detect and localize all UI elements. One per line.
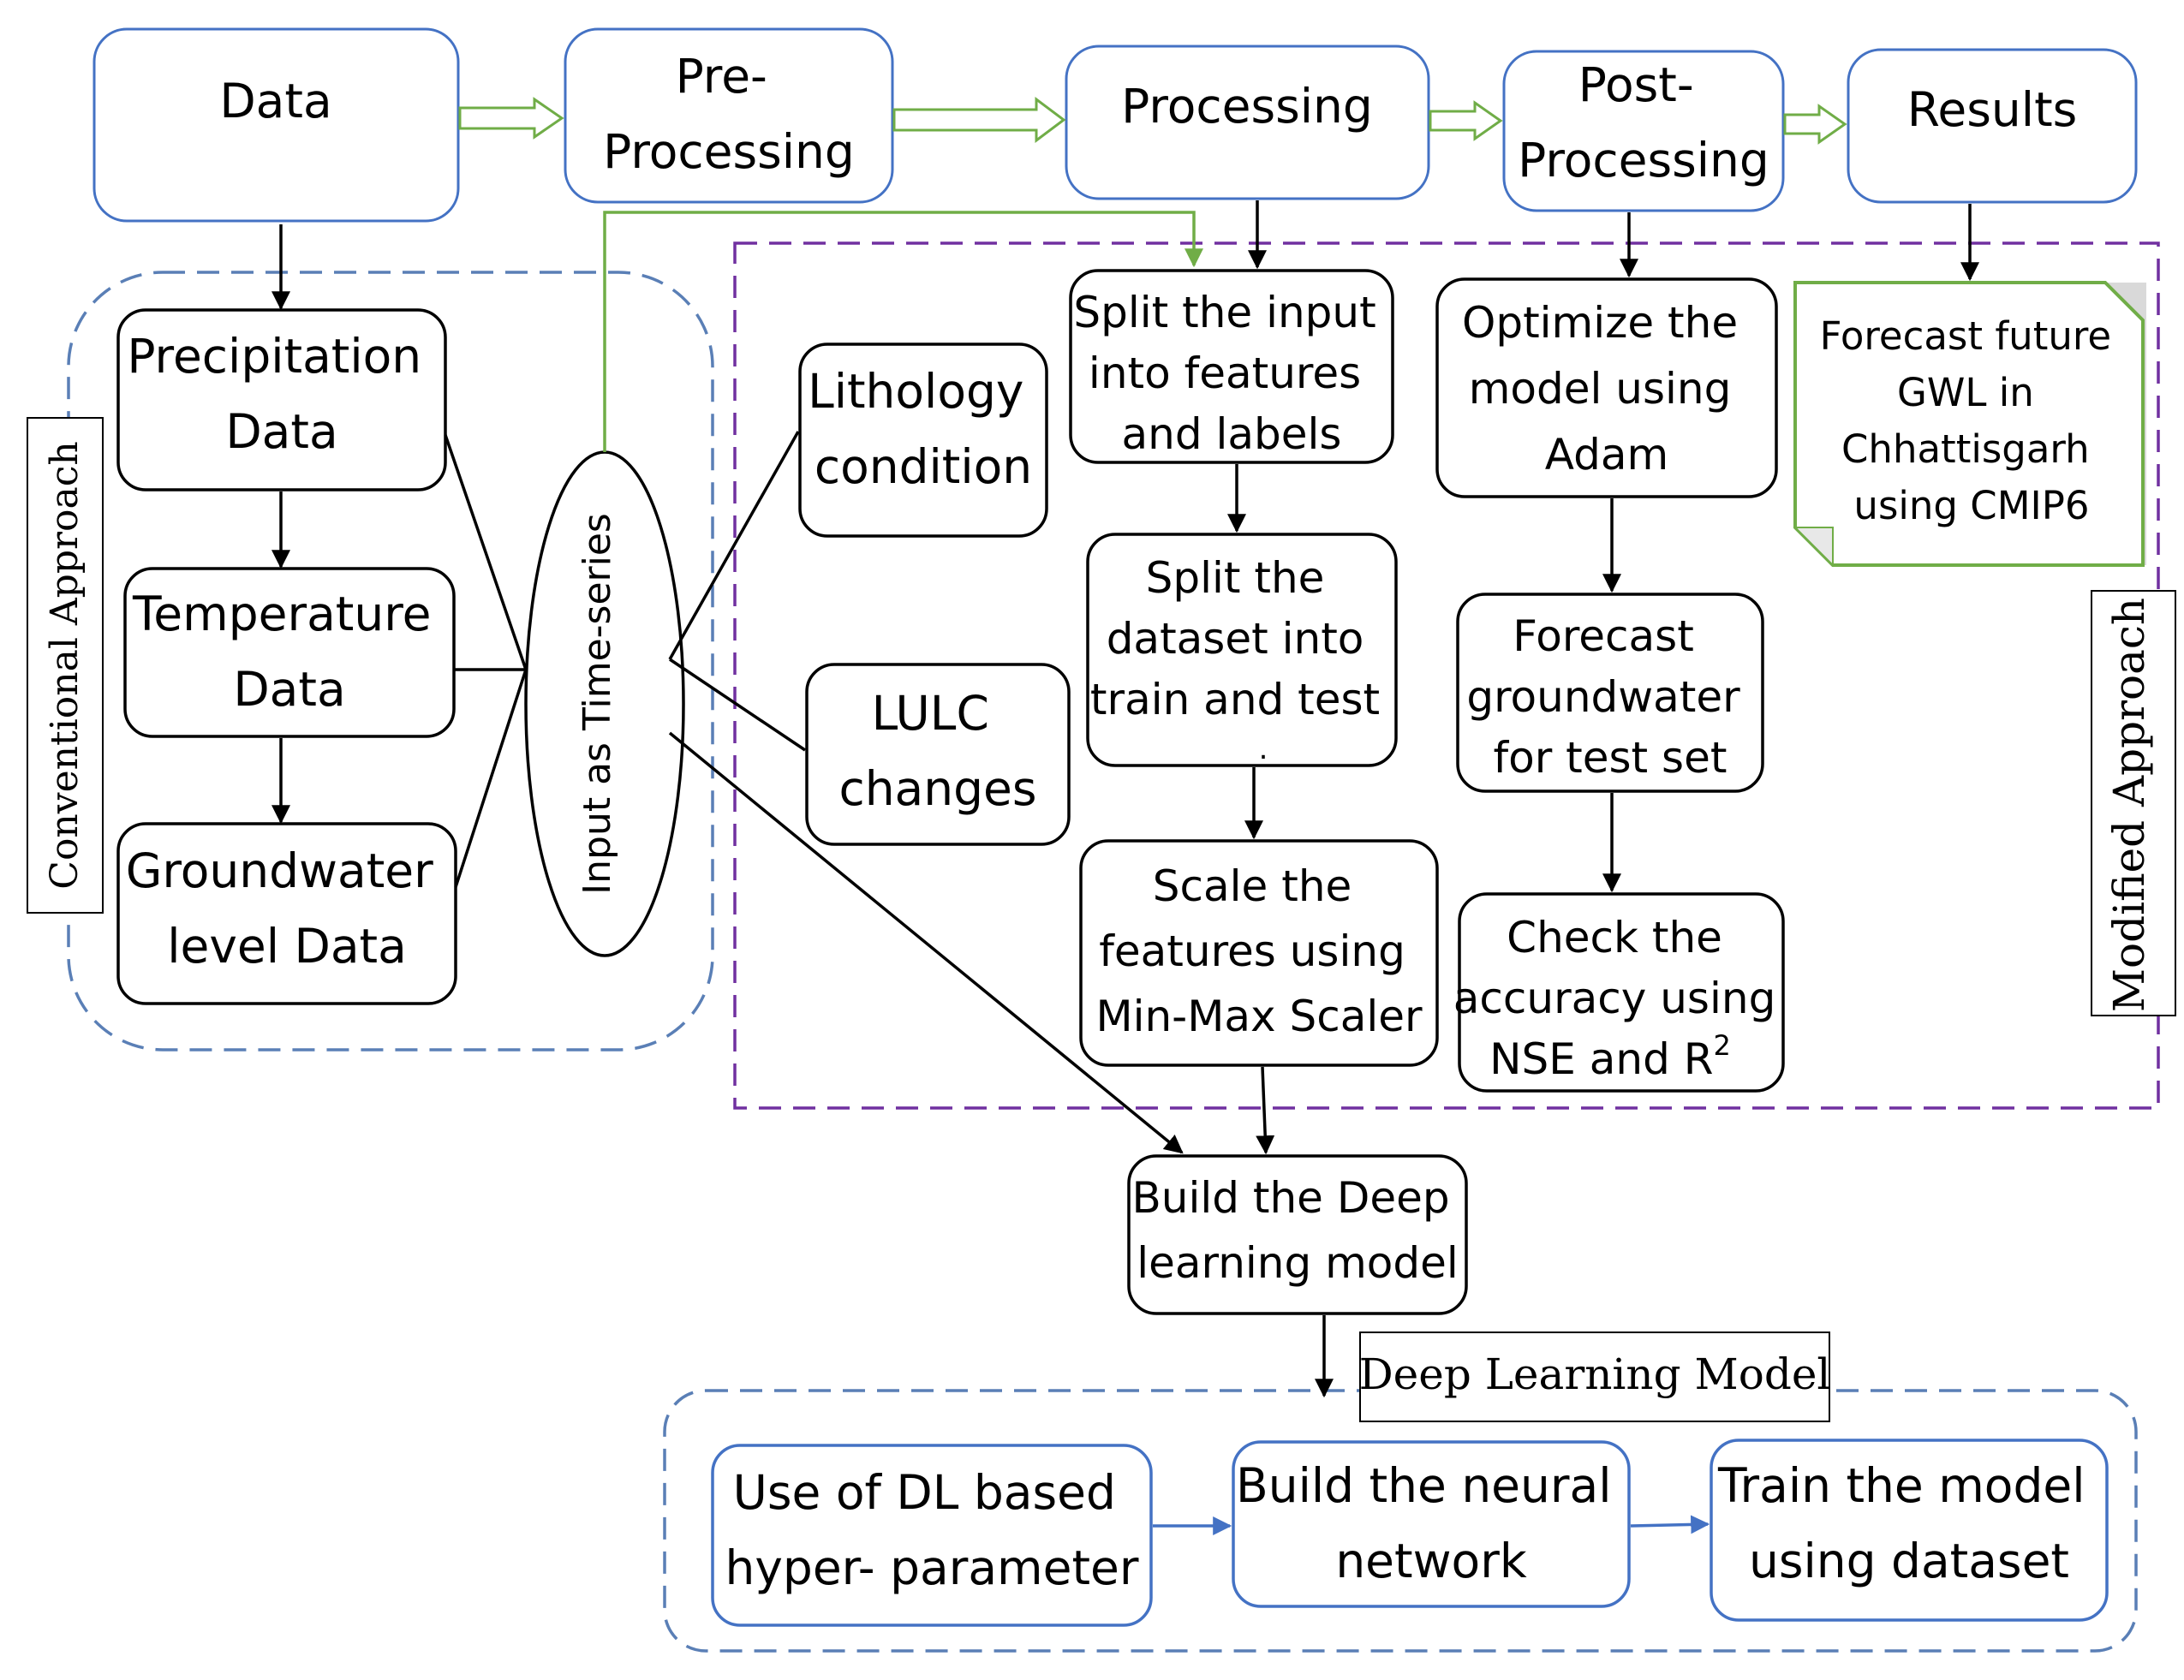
- scale-features-box: [1079, 839, 1439, 1067]
- optimize-box: [1435, 277, 1778, 498]
- modified-approach-label-box: [2091, 590, 2176, 1016]
- connector-groundwater-ellipse: [454, 669, 528, 888]
- data-box: [92, 27, 460, 223]
- pre-processing-label: Pre- Processing: [603, 49, 855, 179]
- groundwater-data-label: Groundwater level Data: [126, 843, 449, 974]
- arrow-scale-to-build-model: [1256, 1066, 1275, 1155]
- check-accuracy-box: [1458, 892, 1785, 1093]
- processing-label: Processing: [1121, 79, 1373, 134]
- split-dataset-box: [1086, 533, 1398, 767]
- post-processing-label: Post- Processing: [1518, 57, 1769, 188]
- check-accuracy-label: Check the accuracy using NSE and R2: [1453, 913, 1789, 1084]
- split-dataset-label: Split the dataset into train and test .: [1090, 553, 1393, 766]
- build-nn-label: Build the neural network: [1236, 1458, 1626, 1588]
- processing-box: [1065, 45, 1430, 200]
- forecast-test-label: Forecast groundwater for test set: [1466, 611, 1753, 783]
- split-features-label: Split the input into features and labels: [1073, 288, 1389, 459]
- block-arrow-preprocessing-to-processing: [892, 97, 1066, 143]
- build-model-box: [1127, 1154, 1468, 1315]
- build-nn-box: [1232, 1440, 1631, 1608]
- train-model-label: Train the model using dataset: [1717, 1458, 2100, 1588]
- conventional-approach-label-box: [27, 417, 104, 914]
- results-label: Results: [1907, 82, 2078, 137]
- pre-processing-box: [564, 27, 894, 204]
- train-model-box: [1710, 1439, 2109, 1622]
- time-series-label: Input as Time-series: [576, 513, 619, 895]
- lithology-label: Lithology condition: [808, 364, 1039, 494]
- arrow-build-nn-to-train: [1630, 1515, 1710, 1534]
- scale-features-label: Scale the features using Min-Max Scaler: [1095, 861, 1423, 1041]
- block-arrow-data-to-preprocessing: [458, 97, 564, 140]
- temperature-data-label: Temperature Data: [132, 587, 446, 717]
- optimize-label: Optimize the model using Adam: [1462, 298, 1751, 480]
- modified-approach-label: Modified Approach: [2104, 598, 2154, 1012]
- connector-ellipse-lulc: [669, 658, 806, 752]
- forecast-test-box: [1456, 593, 1764, 793]
- lithology-box: [798, 343, 1048, 538]
- use-dl-label: Use of DL based hyper- parameter: [725, 1465, 1139, 1595]
- block-arrow-processing-to-postprocessing: [1429, 100, 1503, 141]
- forecast-future-label: Forecast future GWL in Chhattisgarh usin…: [1820, 313, 2124, 528]
- forecast-future-fold: [1793, 527, 1834, 568]
- connector-precipitation-ellipse: [444, 434, 528, 670]
- connector-ellipse-lithology: [668, 431, 800, 660]
- use-dl-box: [711, 1444, 1153, 1627]
- deep-learning-label-box: [1359, 1331, 1830, 1422]
- lulc-box: [805, 663, 1071, 846]
- deep-learning-label: Deep Learning Model: [1359, 1349, 1831, 1399]
- build-model-label: Build the Deep learning model: [1131, 1173, 1463, 1288]
- post-processing-box: [1502, 50, 1785, 212]
- split-features-box: [1069, 269, 1394, 464]
- precipitation-data-label: Precipitation Data: [127, 329, 436, 459]
- lulc-label: LULC changes: [838, 686, 1036, 816]
- conventional-approach-label: Conventional Approach: [43, 441, 87, 889]
- block-arrow-postprocessing-to-results: [1783, 104, 1847, 145]
- green-connector-preprocessing-to-split: [603, 211, 1203, 452]
- data-label: Data: [219, 74, 331, 128]
- arrow-ellipse-to-build-model: [668, 731, 1184, 1154]
- results-box: [1847, 48, 2138, 204]
